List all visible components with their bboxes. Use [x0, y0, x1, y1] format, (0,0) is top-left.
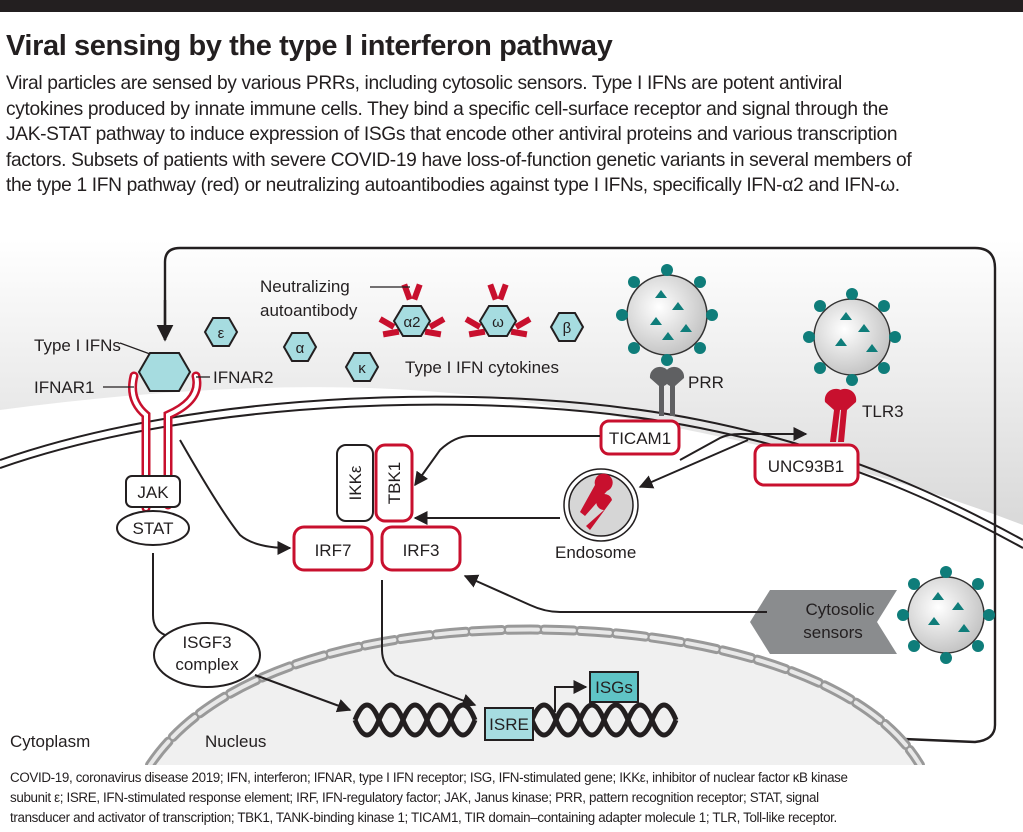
label-ifnar2: IFNAR2 [213, 368, 273, 387]
svg-text:ISGF3: ISGF3 [182, 633, 231, 652]
footnote-line: COVID-19, coronavirus disease 2019; IFN,… [10, 770, 848, 785]
cytokine-symbol: ω [492, 314, 504, 331]
arrow-isgf3-to-dna [254, 674, 352, 713]
jak-box: JAK [125, 475, 181, 508]
svg-text:sensors: sensors [803, 623, 863, 642]
isgs-box: ISGs [589, 671, 639, 703]
svg-text:JAK: JAK [137, 483, 169, 502]
cytokine-omega-neutralized: ω [464, 283, 532, 338]
prr-receptor [649, 366, 685, 416]
label-ifnar1: IFNAR1 [34, 378, 94, 397]
svg-text:STAT: STAT [133, 519, 174, 538]
ticam1-box: TICAM1 [599, 419, 681, 456]
virus-tlr3 [803, 288, 901, 386]
cytokine-symbol: β [563, 320, 572, 337]
label-neutralizing-2: autoantibody [260, 301, 358, 320]
description-line: factors. Subsets of patients with severe… [6, 149, 912, 171]
ifnar-receptor [128, 352, 202, 513]
figure-description: Viral particles are sensed by various PR… [6, 71, 1021, 199]
isgf3-complex: ISGF3 complex [153, 622, 261, 688]
tlr3-receptor [824, 388, 857, 442]
cytokine-kappa: κ [344, 352, 380, 382]
label-prr: PRR [688, 373, 724, 392]
dna-helix [352, 702, 679, 738]
label-type1-ifns: Type I IFNs [34, 336, 121, 355]
description-line: Viral particles are sensed by various PR… [6, 73, 842, 94]
label-cytoplasm: Cytoplasm [10, 732, 90, 751]
cytokine-beta: β [549, 312, 585, 342]
label-neutralizing-1: Neutralizing [260, 277, 350, 296]
arrow-cytosolic-to-irf3 [463, 574, 767, 613]
extracellular-space [0, 240, 1023, 525]
figure-title: Viral sensing by the type I interferon p… [6, 30, 613, 62]
cytokine-epsilon: ε [203, 317, 239, 347]
footnote-line: transducer and activator of transcriptio… [10, 810, 837, 825]
label-nucleus: Nucleus [205, 732, 266, 751]
description-line: the type 1 IFN pathway (red) or neutrali… [6, 175, 900, 197]
isre-box: ISRE [484, 707, 534, 741]
plasma-membrane-inner [0, 403, 1023, 549]
unc93b1-box: UNC93B1 [753, 443, 860, 487]
virus-cytosolic [897, 566, 995, 664]
feedback-loop-line [163, 246, 997, 744]
footnote-line: subunit ε; ISRE, IFN-stimulated response… [10, 790, 819, 805]
abbreviations-footnote: COVID-19, coronavirus disease 2019; IFN,… [10, 768, 1020, 828]
virus-prr [616, 264, 718, 366]
top-rule [0, 0, 1023, 12]
cytokine-alpha: α [282, 332, 318, 362]
svg-text:Cytosolic: Cytosolic [806, 600, 875, 619]
nucleus [150, 629, 920, 765]
svg-text:TICAM1: TICAM1 [609, 429, 671, 448]
cytokine-symbol: ε [218, 325, 225, 342]
svg-text:complex: complex [175, 655, 239, 674]
cytokine-symbol: α2 [403, 314, 420, 331]
irf7-box: IRF7 [292, 525, 374, 572]
isg-expression-arrow [554, 680, 588, 712]
svg-text:ISRE: ISRE [489, 715, 529, 734]
cytosolic-sensors: Cytosolic sensors [750, 590, 897, 654]
cytokine-alpha2-neutralized: α2 [378, 283, 446, 338]
svg-text:ISGs: ISGs [595, 678, 633, 697]
label-cytokines: Type I IFN cytokines [405, 358, 559, 377]
nuclear-envelope-inner [148, 627, 922, 765]
cytokine-symbol: α [296, 340, 305, 357]
arrow-ifnar-to-irf7 [179, 439, 292, 555]
arrow-irf3-to-isre [381, 580, 477, 708]
cytokine-symbol: κ [358, 360, 366, 377]
pathway-diagram: Type I IFNs IFNAR1 IFNAR2 ε α κ α2 Neutr… [0, 240, 1023, 765]
tbk1-box: TBK1 [374, 443, 414, 523]
arrow-unc93b1-to-endosome [638, 439, 749, 489]
svg-text:IKKε: IKKε [346, 465, 365, 500]
label-endosome: Endosome [555, 543, 636, 562]
plasma-membrane [0, 395, 1023, 541]
bound-ifn-hexagon [137, 352, 192, 392]
irf3-box: IRF3 [380, 525, 462, 572]
arrow-ticam1-to-tlr3 [679, 427, 808, 461]
svg-text:IRF7: IRF7 [315, 541, 352, 560]
line-stat-to-isgf3 [152, 553, 166, 636]
svg-text:IRF3: IRF3 [403, 541, 440, 560]
svg-text:TBK1: TBK1 [385, 462, 404, 505]
description-line: cytokines produced by innate immune cell… [6, 98, 889, 120]
endosome [563, 468, 639, 542]
ikke-box: IKKε [336, 444, 374, 522]
label-tlr3: TLR3 [862, 402, 904, 421]
description-line: JAK-STAT pathway to induce expression of… [6, 124, 898, 146]
svg-text:UNC93B1: UNC93B1 [768, 457, 845, 476]
stat-ellipse: STAT [116, 510, 190, 546]
arrow-ticam1-to-tbk1 [414, 435, 600, 487]
